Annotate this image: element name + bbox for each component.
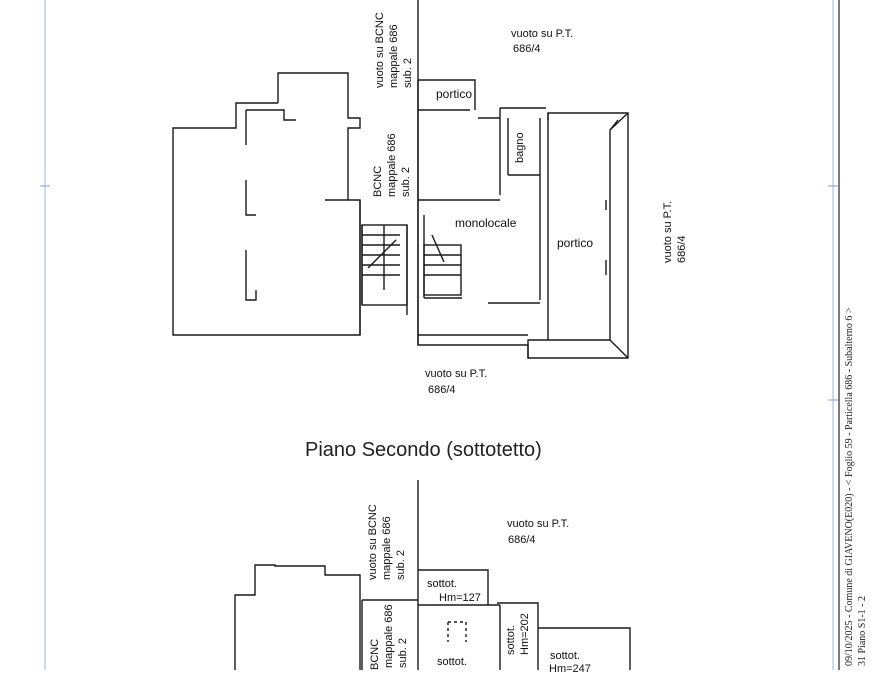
second-floor-plan: [234, 480, 631, 670]
attic-room-1-height: Hm=127: [439, 592, 481, 604]
sheet-markers: [40, 185, 838, 401]
attic-room-2-label: sottot.: [505, 625, 517, 655]
void-label-top-2: vuoto su P.T.: [507, 518, 570, 530]
void-label-right: vuoto su P.T.: [662, 200, 674, 263]
void-label-top: vuoto su P.T.: [511, 28, 574, 40]
bcnc-mid-line3: sub. 2: [400, 167, 412, 197]
floor-title: Piano Secondo (sottotetto): [305, 439, 542, 461]
bcnc-top-line1: vuoto su BCNC: [374, 12, 386, 88]
bcnc-mid-line2: mappale 686: [386, 133, 398, 197]
void-number-bottom: 686/4: [428, 384, 456, 396]
bcnc-top-line3: sub. 2: [402, 58, 414, 88]
bcnc-top2-line3: sub. 2: [395, 550, 407, 580]
attic-room-1-label: sottot.: [427, 578, 457, 590]
attic-room-2-height: Hm=202: [519, 613, 531, 655]
void-number-top: 686/4: [513, 43, 541, 55]
bcnc-low-line3: sub. 2: [397, 638, 409, 668]
room-label-bagno: bagno: [514, 132, 526, 163]
bcnc-low-line2: mappale 686: [383, 604, 395, 668]
bcnc-top2-line1: vuoto su BCNC: [367, 504, 379, 580]
sheet-floor-text: 31 Piano S1-1 - 2: [857, 596, 868, 666]
room-label-portico-right: portico: [557, 236, 594, 250]
attic-room-3-height: Hm=247: [549, 663, 591, 675]
void-number-right: 686/4: [676, 235, 688, 263]
bcnc-top-line2: mappale 686: [388, 24, 400, 88]
void-label-bottom: vuoto su P.T.: [425, 368, 488, 380]
sheet-reference-text: 09/10/2025 - Comune di GIAVENO(E020) - <…: [844, 307, 855, 666]
bcnc-mid-line1: BCNC: [372, 165, 384, 197]
room-label-portico-top: portico: [436, 87, 473, 101]
room-label-monolocale: monolocale: [455, 216, 517, 230]
first-floor-plan: [172, 0, 629, 359]
attic-room-3-label: sottot.: [550, 650, 580, 662]
void-number-top-2: 686/4: [508, 534, 536, 546]
bcnc-low-line1: BCNC: [369, 638, 381, 670]
attic-room-4-label: sottot.: [437, 656, 467, 668]
bcnc-top2-line2: mappale 686: [381, 516, 393, 580]
